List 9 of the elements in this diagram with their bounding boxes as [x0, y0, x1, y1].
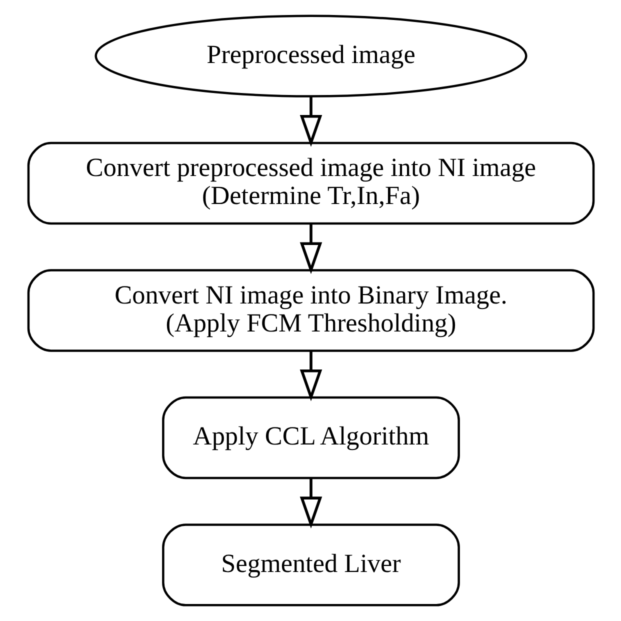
node-box: Convert NI image into Binary Image. (Apply FCM Thresholding): [26, 269, 594, 352]
node-ellipse: Preprocessed image: [94, 14, 527, 98]
arrow: [299, 350, 322, 402]
node-box: Apply CCL Algorithm: [162, 396, 460, 480]
arrow: [299, 224, 322, 274]
arrow: [299, 96, 322, 147]
arrow: [299, 478, 322, 529]
node-box: Convert preprocessed image into NI image (Determine Tr,In,Fa): [26, 142, 594, 225]
node-box: Segmented Liver: [162, 524, 460, 606]
